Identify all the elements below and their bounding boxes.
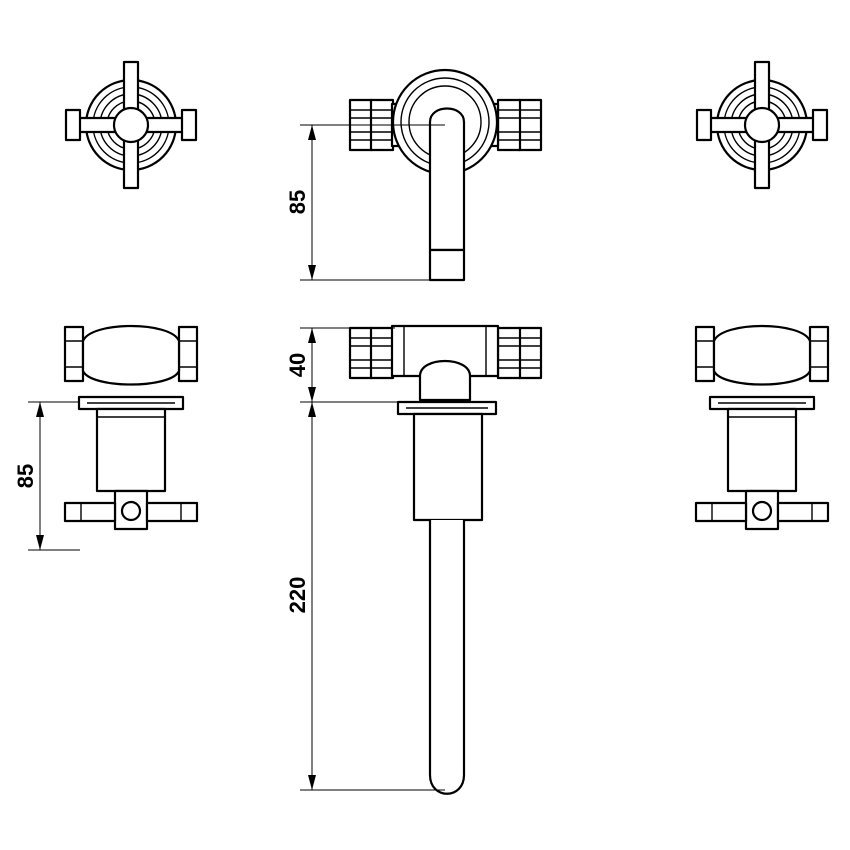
dimension-label-85-left: 85	[13, 464, 38, 488]
right-handle-top-view	[695, 60, 829, 190]
dimension-spout-length: 220	[285, 402, 445, 791]
dimension-spout-projection: 85	[285, 124, 445, 281]
spout-front-view	[348, 324, 543, 795]
dimension-label-220: 220	[285, 577, 310, 614]
dimension-body-height: 40	[285, 327, 398, 403]
right-valve-front-view	[694, 324, 830, 531]
spout-top-view	[348, 68, 543, 282]
dimension-valve-projection: 85	[13, 401, 80, 551]
left-valve-front-view	[63, 324, 199, 531]
dimension-label-85-top: 85	[285, 190, 310, 214]
left-handle-top-view	[64, 60, 198, 190]
dimension-label-40: 40	[285, 353, 310, 377]
